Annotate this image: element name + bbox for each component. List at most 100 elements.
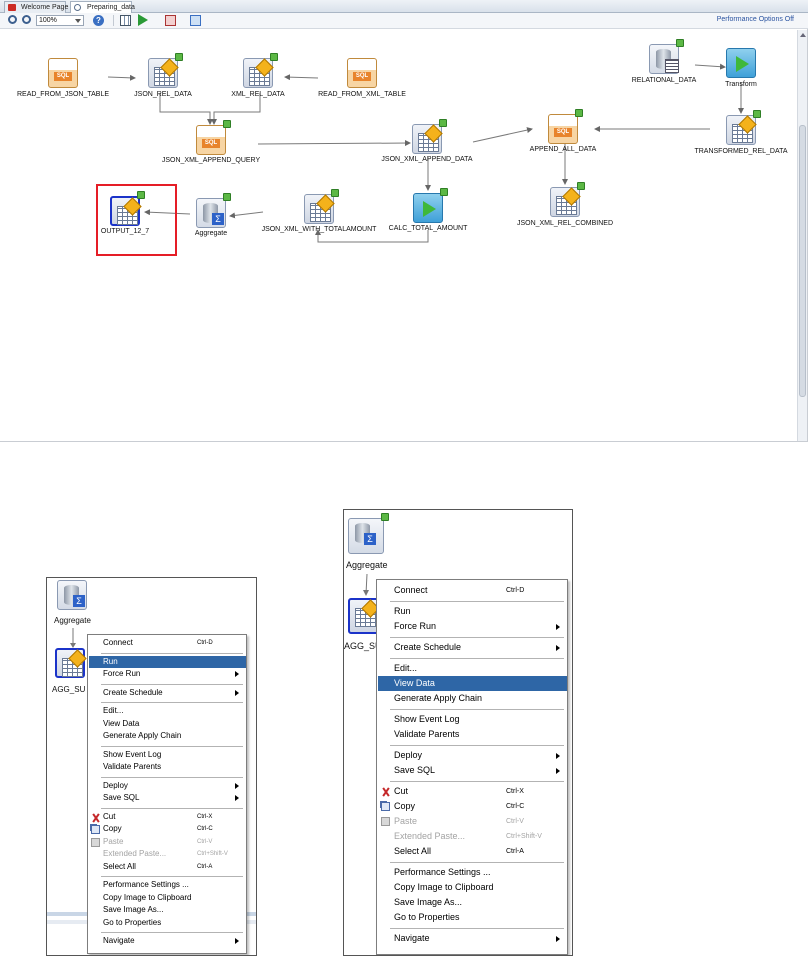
menu-item-go-to-properties[interactable]: Go to Properties [378, 910, 567, 925]
menu-item-navigate[interactable]: Navigate [89, 935, 246, 948]
node-calc-total-amount[interactable] [413, 188, 448, 223]
menu-item-create-schedule[interactable]: Create Schedule [378, 640, 567, 655]
run-icon[interactable] [138, 14, 148, 26]
menu-item-label: Extended Paste... [103, 849, 167, 858]
node-label: READ_FROM_XML_TABLE [318, 91, 406, 98]
performance-options-link[interactable]: Performance Options Off [716, 16, 794, 23]
status-ok-icon [137, 191, 145, 199]
menu-item-copy-image-to-clipboard[interactable]: Copy Image to Clipboard [89, 892, 246, 905]
node-json-xml-with-totalamount[interactable] [304, 189, 339, 224]
tab-preparing-data[interactable]: Preparing_data [70, 1, 135, 13]
node-read-from-json-table[interactable] [48, 58, 78, 88]
node-agg-sum[interactable] [55, 648, 85, 678]
menu-item-shortcut: Ctrl-D [197, 640, 213, 646]
aggregate-icon [57, 580, 87, 610]
menu-item-run[interactable]: Run [378, 604, 567, 619]
menu-item-label: Connect [394, 585, 428, 595]
menu-item-view-data[interactable]: View Data [378, 676, 567, 691]
connector [284, 74, 319, 81]
help-icon[interactable]: ? [93, 15, 104, 26]
menu-item-force-run[interactable]: Force Run [378, 619, 567, 634]
node-transform[interactable] [726, 48, 756, 78]
tab-welcome-page[interactable]: Welcome Page [4, 1, 69, 13]
tab-label: Welcome Page [21, 4, 69, 11]
workflow-canvas[interactable]: READ_FROM_JSON_TABLE JSON_REL_DATA XML_R… [0, 30, 797, 441]
menu-item-save-image-as[interactable]: Save Image As... [378, 895, 567, 910]
tab-label: Preparing_data [87, 4, 135, 11]
menu-item-save-sql[interactable]: Save SQL [89, 792, 246, 805]
menu-item-save-image-as[interactable]: Save Image As... [89, 904, 246, 917]
node-relational-data[interactable] [649, 39, 684, 74]
transform-icon [413, 193, 443, 223]
menu-item-generate-apply-chain[interactable]: Generate Apply Chain [378, 691, 567, 706]
menu-item-performance-settings[interactable]: Performance Settings ... [89, 879, 246, 892]
menu-item-save-sql[interactable]: Save SQL [378, 763, 567, 778]
menu-separator [101, 776, 243, 778]
schedule-icon[interactable] [165, 15, 176, 26]
connector [315, 229, 429, 243]
node-label: CALC_TOTAL_AMOUNT [388, 225, 468, 232]
menu-item-edit[interactable]: Edit... [378, 661, 567, 676]
node-read-from-xml-table[interactable] [347, 58, 377, 88]
vertical-scrollbar[interactable] [797, 30, 807, 441]
zoom-out-icon[interactable] [22, 15, 31, 24]
validate-icon[interactable] [190, 15, 201, 26]
node-label: AGG_SU [344, 641, 382, 651]
menu-item-deploy[interactable]: Deploy [378, 748, 567, 763]
menu-item-show-event-log[interactable]: Show Event Log [378, 712, 567, 727]
node-json-rel-data[interactable] [148, 53, 183, 88]
menu-item-create-schedule[interactable]: Create Schedule [89, 687, 246, 700]
node-json-xml-append-data[interactable] [412, 119, 447, 154]
data-table-icon [412, 124, 442, 154]
menu-item-force-run[interactable]: Force Run [89, 668, 246, 681]
menu-item-label: Show Event Log [394, 714, 460, 724]
menu-item-validate-parents[interactable]: Validate Parents [378, 727, 567, 742]
node-append-all-data[interactable] [548, 109, 583, 144]
menu-item-label: View Data [103, 718, 140, 728]
properties-grid-icon[interactable] [120, 15, 131, 26]
node-aggregate[interactable] [196, 193, 231, 228]
menu-item-view-data[interactable]: View Data [89, 718, 246, 731]
menu-item-validate-parents[interactable]: Validate Parents [89, 761, 246, 774]
menu-item-edit[interactable]: Edit... [89, 705, 246, 718]
node-aggregate[interactable] [348, 513, 389, 554]
node-json-xml-rel-combined[interactable] [550, 182, 585, 217]
node-output-12-7[interactable] [110, 191, 145, 226]
workflow-icon [74, 4, 81, 11]
toolbar-separator [113, 15, 114, 26]
aggregate-icon [196, 198, 226, 228]
menu-item-label: Select All [394, 846, 432, 856]
menu-item-generate-apply-chain[interactable]: Generate Apply Chain [89, 730, 246, 743]
sql-query-icon [347, 58, 377, 88]
node-json-xml-append-query[interactable] [196, 120, 231, 155]
node-label: Aggregate [346, 560, 388, 570]
menu-item-show-event-log[interactable]: Show Event Log [89, 749, 246, 762]
menu-item-navigate[interactable]: Navigate [378, 931, 567, 946]
node-aggregate[interactable] [57, 580, 87, 610]
zoom-in-icon[interactable] [8, 15, 17, 24]
menu-separator [101, 876, 243, 877]
scrollbar-thumb[interactable] [799, 125, 806, 397]
node-xml-rel-data[interactable] [243, 53, 278, 88]
menu-item-go-to-properties[interactable]: Go to Properties [89, 917, 246, 930]
menu-separator [390, 637, 564, 638]
node-transformed-rel-data[interactable] [726, 110, 761, 145]
menu-item-copy-image-to-clipboard[interactable]: Copy Image to Clipboard [378, 880, 567, 895]
menu-item-deploy[interactable]: Deploy [89, 780, 246, 793]
menu-item-run[interactable]: Run [89, 655, 246, 668]
menu-separator [390, 745, 564, 746]
scroll-up-icon[interactable] [800, 33, 806, 37]
menu-item-performance-settings[interactable]: Performance Settings ... [378, 865, 567, 880]
data-source-icon [649, 44, 679, 74]
zoom-level-select[interactable]: 100% [36, 15, 84, 26]
node-label: AGG_SU [52, 685, 86, 694]
